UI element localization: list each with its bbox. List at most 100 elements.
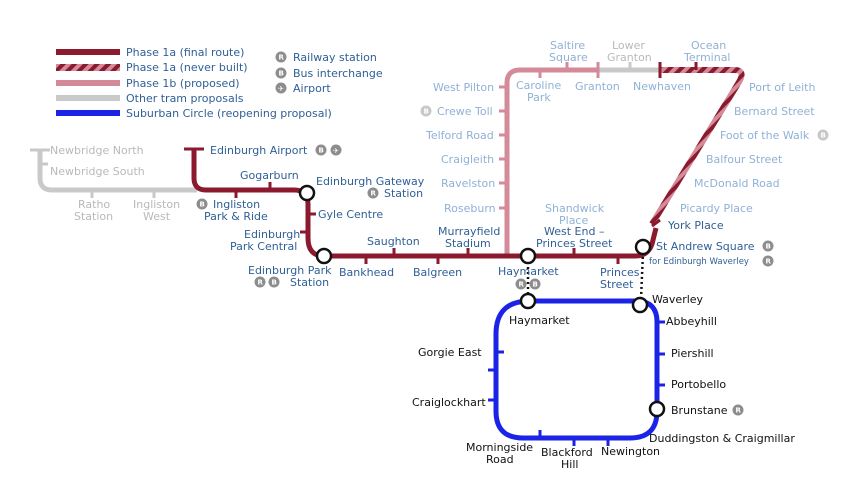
bus-interchange-icon: B: [275, 67, 287, 79]
svg-text:R: R: [736, 407, 742, 415]
legend-swatch-phase-1a-never-built: [56, 64, 120, 71]
station-label-piershill: Piershill: [671, 347, 714, 360]
svg-text:R: R: [371, 190, 377, 198]
svg-text:R: R: [258, 279, 264, 287]
bus-interchange-icon: B: [420, 105, 432, 117]
station-label-haymarket-tram: Haymarket: [498, 265, 559, 278]
station-label-west-pilton: West Pilton: [433, 81, 494, 94]
station-label-balgreen: Balgreen: [413, 266, 462, 279]
svg-text:R: R: [519, 281, 525, 289]
interchange-waverley: [631, 296, 649, 314]
station-label-princes-street: Princes: [600, 266, 640, 279]
station-label-brunstane: Brunstane: [671, 404, 728, 417]
bus-interchange-icon: B: [762, 240, 774, 252]
svg-text:R: R: [279, 54, 285, 62]
station-label-edinburgh-gateway-2: Station: [384, 187, 423, 200]
station-label-blackford-hill-2: Hill: [561, 458, 578, 471]
station-label-lower-granton: Lower: [612, 39, 645, 52]
station-label-murrayfield: Murrayfield: [438, 225, 500, 238]
station-label-duddingston: Duddingston & Craigmillar: [649, 432, 795, 445]
station-label-west-end: West End –: [544, 225, 604, 238]
svg-text:B: B: [821, 132, 826, 140]
interchange-brunstane: [648, 400, 666, 418]
station-label-ratho-station: Ratho: [78, 198, 110, 211]
bus-interchange-icon: B: [529, 278, 541, 290]
station-label-murrayfield-2: Stadium: [445, 237, 491, 250]
railway-station-icon: R: [762, 255, 774, 267]
station-label-saughton: Saughton: [367, 235, 420, 248]
station-label-abbeyhill: Abbeyhill: [666, 315, 717, 328]
legend-label-suburban-circle: Suburban Circle (reopening proposal): [126, 107, 332, 120]
svg-text:✈: ✈: [278, 85, 284, 93]
interchange-st-andrew-square: [634, 238, 652, 256]
railway-station-icon: R: [367, 187, 379, 199]
station-label-granton: Granton: [575, 80, 620, 93]
station-label-ingliston-park-ride: Ingliston: [213, 198, 260, 211]
station-label-morningside: Morningside: [466, 441, 533, 454]
station-label-ingliston-west: Ingliston: [133, 198, 180, 211]
station-label-mcdonald-road: McDonald Road: [694, 177, 780, 190]
station-label-saltire-square: Saltire: [550, 39, 585, 52]
interchange-edinburgh-park: [315, 247, 333, 265]
station-label-waverley: Waverley: [652, 293, 704, 306]
station-label-edinburgh-park-station: Edinburgh Park: [248, 264, 332, 277]
station-label-ocean-terminal-2: Terminal: [683, 51, 731, 64]
interchange-edinburgh-gateway: [298, 184, 316, 202]
station-label-edinburgh-gateway: Edinburgh Gateway: [316, 175, 425, 188]
station-label-balfour-street: Balfour Street: [706, 153, 783, 166]
station-label-foot-of-the-walk: Foot of the Walk: [720, 129, 810, 142]
station-label-craigleith: Craigleith: [441, 153, 494, 166]
railway-station-icon: R: [275, 51, 287, 63]
station-label-haymarket-rail: Haymarket: [509, 314, 570, 327]
svg-text:B: B: [272, 279, 277, 287]
svg-text:B: B: [533, 281, 538, 289]
station-label-caroline-park: Caroline: [516, 79, 562, 92]
station-label-ingliston-west-2: West: [143, 210, 171, 223]
svg-text:B: B: [319, 147, 324, 155]
svg-text:B: B: [766, 243, 771, 251]
station-label-shandwick-place-2: Place: [559, 214, 588, 227]
station-label-st-andrew-square: St Andrew Square: [656, 240, 755, 253]
svg-text:✈: ✈: [333, 147, 339, 155]
station-label-gyle-centre: Gyle Centre: [318, 208, 383, 221]
station-label-princes-street-2: Street: [600, 278, 634, 291]
legend-label-phase-1b: Phase 1b (proposed): [126, 77, 240, 90]
railway-station-icon: B: [315, 144, 327, 156]
station-ticks: [30, 62, 698, 446]
station-label-portobello: Portobello: [671, 378, 726, 391]
bus-interchange-icon: B: [268, 276, 280, 288]
station-label-gogarburn: Gogarburn: [240, 169, 299, 182]
svg-text:R: R: [766, 258, 772, 266]
station-label-edinburgh-park-station-2: Station: [290, 276, 329, 289]
phase-1b-line: [504, 67, 598, 254]
station-label-craiglockhart: Craiglockhart: [412, 396, 486, 409]
station-label-edinburgh-airport: Edinburgh Airport: [210, 144, 308, 157]
railway-station-icon: R: [254, 276, 266, 288]
station-label-york-place: York Place: [667, 219, 724, 232]
legend-label-railway-station: Railway station: [293, 51, 377, 64]
station-label-newington: Newington: [601, 445, 660, 458]
station-label-lower-granton-2: Granton: [607, 51, 652, 64]
interchange-haymarket-tram: [519, 247, 537, 265]
station-label-caroline-park-2: Park: [527, 91, 551, 104]
legend: Phase 1a (final route) Phase 1a (never b…: [56, 46, 383, 120]
airport-icon: ✈: [275, 82, 287, 94]
bus-interchange-icon: B: [817, 129, 829, 141]
station-label-bankhead: Bankhead: [339, 266, 394, 279]
legend-label-other-proposals: Other tram proposals: [126, 92, 244, 105]
interchange-haymarket-rail: [519, 292, 537, 310]
suburban-circle-line: [493, 298, 660, 441]
airport-icon: ✈: [330, 144, 342, 156]
station-label-port-of-leith: Port of Leith: [749, 81, 815, 94]
station-label-newbridge-north: Newbridge North: [50, 144, 144, 157]
station-label-telford-road: Telford Road: [425, 129, 494, 142]
svg-text:B: B: [424, 108, 429, 116]
legend-label-phase-1a-never-built: Phase 1a (never built): [126, 61, 248, 74]
waverley-interchange-connector: [639, 251, 645, 300]
station-label-edinburgh-park-central: Edinburgh: [244, 228, 300, 241]
legend-label-bus-interchange: Bus interchange: [293, 67, 383, 80]
svg-text:B: B: [279, 70, 284, 78]
station-label-saltire-square-2: Square: [549, 51, 588, 64]
legend-label-airport: Airport: [293, 82, 331, 95]
